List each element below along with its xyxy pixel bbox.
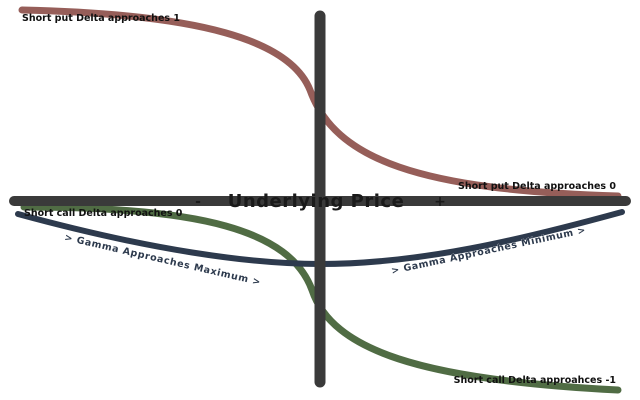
label-short-call-delta-0: Short call Delta approaches 0: [24, 208, 183, 219]
short-put-delta-curve: [18, 6, 622, 200]
axis-plus-sign: +: [434, 194, 446, 210]
label-short-put-delta-1: Short put Delta approaches 1: [22, 13, 180, 24]
label-short-put-delta-0: Short put Delta approaches 0: [458, 181, 616, 192]
axis-minus-sign: -: [195, 194, 201, 210]
label-short-call-delta-neg1: Short call Delta approahces -1: [454, 375, 616, 386]
axis-label-underlying-price: Underlying Price: [228, 191, 405, 212]
label-gamma-min: > Gamma Approaches Minimum >: [390, 225, 587, 277]
short-call-delta-curve: [20, 203, 622, 394]
